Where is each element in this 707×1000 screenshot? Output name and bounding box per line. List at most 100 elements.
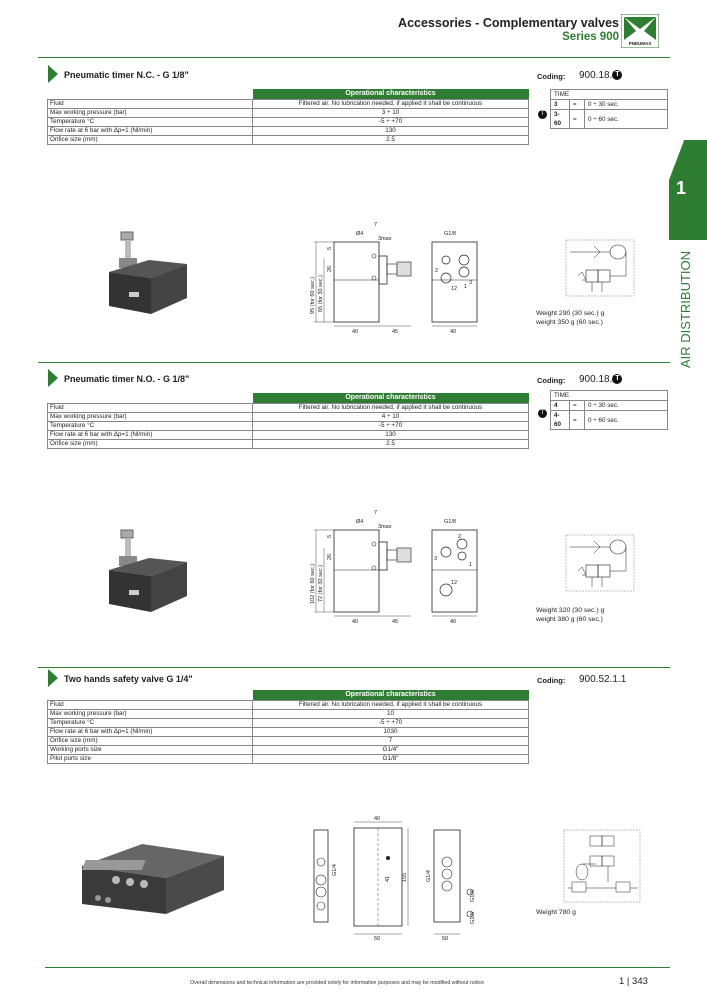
weight-note: Weight 780 g xyxy=(536,909,576,916)
table-row: Max working pressure (bar)4 ÷ 10 xyxy=(47,412,529,422)
svg-text:72 (for 30 sec.): 72 (for 30 sec.) xyxy=(318,565,324,602)
section-title: Pneumatic timer N.C. - G 1/8" xyxy=(64,70,189,80)
svg-text:1: 1 xyxy=(464,284,467,290)
svg-text:40: 40 xyxy=(352,329,358,335)
svg-text:12: 12 xyxy=(451,580,457,586)
table-row: Flow rate at 6 bar with Δp=1 (Nl/min)130 xyxy=(47,126,529,136)
table-row: Max working pressure (bar)3 ÷ 10 xyxy=(47,108,529,118)
pneumax-logo: PNEUMAX xyxy=(620,13,660,49)
svg-text:3max: 3max xyxy=(378,236,392,242)
svg-text:3max: 3max xyxy=(378,524,392,530)
svg-text:G1/8: G1/8 xyxy=(470,890,476,902)
footer-rule xyxy=(45,967,670,968)
table-row: Max working pressure (bar)10 xyxy=(47,709,529,719)
table-row: Orifice size (mm)2.5 xyxy=(47,135,529,145)
svg-text:40: 40 xyxy=(374,816,380,822)
svg-text:50: 50 xyxy=(374,936,380,942)
section-divider xyxy=(38,362,670,363)
svg-text:41: 41 xyxy=(385,876,391,882)
svg-text:1: 1 xyxy=(469,562,472,568)
svg-text:G1/8: G1/8 xyxy=(444,519,456,525)
dimension-drawing: 102 (for 60 sec.) 72 (for 30 sec.) 26 5 … xyxy=(294,508,494,633)
section-title: Two hands safety valve G 1/4" xyxy=(64,674,193,684)
page-title: Accessories - Complementary valves xyxy=(398,16,619,30)
table-row: Flow rate at 6 bar with Δp=1 (Nl/min)103… xyxy=(47,727,529,737)
chapter-label: AIR DISTRIBUTION xyxy=(668,240,698,370)
product-photo xyxy=(107,230,199,323)
svg-text:2: 2 xyxy=(435,268,438,274)
svg-text:Ø4: Ø4 xyxy=(356,519,363,525)
time-table: TIME 4=0 ÷ 30 sec. 4-60=0 ÷ 60 sec. xyxy=(550,390,668,430)
svg-text:AIR DISTRIBUTION: AIR DISTRIBUTION xyxy=(678,251,693,368)
weight-note: Weight 320 (30 sec.) g weight 380 g (60 … xyxy=(536,607,605,623)
product-photo xyxy=(78,826,228,921)
section-arrow-icon xyxy=(48,669,58,687)
coding-value: 900.52.1.1 xyxy=(579,674,627,685)
time-option-bullet: T xyxy=(538,401,547,419)
coding-label: Coding: xyxy=(537,676,566,685)
section-divider xyxy=(38,667,670,668)
pneumatic-symbol xyxy=(560,533,640,600)
chapter-tab xyxy=(669,140,707,240)
svg-text:G1/4: G1/4 xyxy=(332,864,338,876)
svg-text:40: 40 xyxy=(450,619,456,625)
svg-text:G1/4: G1/4 xyxy=(426,870,432,882)
table-row: Temperature °C-5 ÷ +70 xyxy=(47,718,529,728)
table-row: Temperature °C-5 ÷ +70 xyxy=(47,117,529,127)
svg-text:40: 40 xyxy=(450,329,456,335)
coding-value: 900.18.T xyxy=(579,70,623,81)
dimension-drawing: G1/4 40 41 155 50 G1/4 G1/8 G1/8 50 xyxy=(296,810,496,947)
coding-value: 900.18.T xyxy=(579,374,623,385)
pneumatic-symbol xyxy=(560,822,644,911)
time-option-bullet: T xyxy=(538,102,547,120)
time-table: TIME 3=0 ÷ 30 sec. 3-60=0 ÷ 60 sec. xyxy=(550,89,668,129)
svg-text:3: 3 xyxy=(434,556,437,562)
svg-text:95 (for 60 sec.): 95 (for 60 sec.) xyxy=(310,277,316,314)
header-rule xyxy=(38,57,670,58)
svg-text:50: 50 xyxy=(442,936,448,942)
svg-text:12: 12 xyxy=(451,286,457,292)
table-row: Orifice size (mm)2.5 xyxy=(47,439,529,449)
page-number: 1 | 343 xyxy=(619,976,648,987)
pneumatic-symbol xyxy=(560,238,640,305)
svg-text:40: 40 xyxy=(352,619,358,625)
svg-text:3: 3 xyxy=(469,280,472,286)
svg-text:102 (for 60 sec.): 102 (for 60 sec.) xyxy=(310,564,316,604)
svg-text:155: 155 xyxy=(402,873,408,882)
table-row: Flow rate at 6 bar with Δp=1 (Nl/min)130 xyxy=(47,430,529,440)
svg-text:5: 5 xyxy=(327,535,333,538)
svg-text:Ø4: Ø4 xyxy=(356,231,363,237)
section-title: Pneumatic timer N.O. - G 1/8" xyxy=(64,374,190,384)
table-row: Temperature °C-5 ÷ +70 xyxy=(47,421,529,431)
coding-label: Coding: xyxy=(537,376,566,385)
svg-text:5: 5 xyxy=(327,247,333,250)
svg-text:26: 26 xyxy=(327,554,333,560)
weight-note: Weight 290 (30 sec.) g weight 350 g (60 … xyxy=(536,310,605,326)
footer-note: Overall dimensions and technical informa… xyxy=(190,980,485,986)
table-row: Orifice size (mm)7 xyxy=(47,736,529,746)
svg-text:G1/8: G1/8 xyxy=(444,231,456,237)
section-arrow-icon xyxy=(48,369,58,387)
chapter-number: 1 xyxy=(676,178,687,198)
svg-text:7: 7 xyxy=(374,222,377,228)
svg-text:26: 26 xyxy=(327,266,333,272)
svg-text:7: 7 xyxy=(374,510,377,516)
coding-label: Coding: xyxy=(537,72,566,81)
product-photo xyxy=(107,528,199,621)
series-label: Series 900 xyxy=(562,31,619,43)
svg-text:45: 45 xyxy=(392,619,398,625)
svg-text:2: 2 xyxy=(458,534,461,540)
svg-text:45: 45 xyxy=(392,329,398,335)
svg-text:65 (for 30 sec.): 65 (for 30 sec.) xyxy=(318,275,324,312)
section-arrow-icon xyxy=(48,65,58,83)
dimension-drawing: 95 (for 60 sec.) 65 (for 30 sec.) 26 5 Ø… xyxy=(294,220,494,345)
svg-text:PNEUMAX: PNEUMAX xyxy=(629,41,652,46)
